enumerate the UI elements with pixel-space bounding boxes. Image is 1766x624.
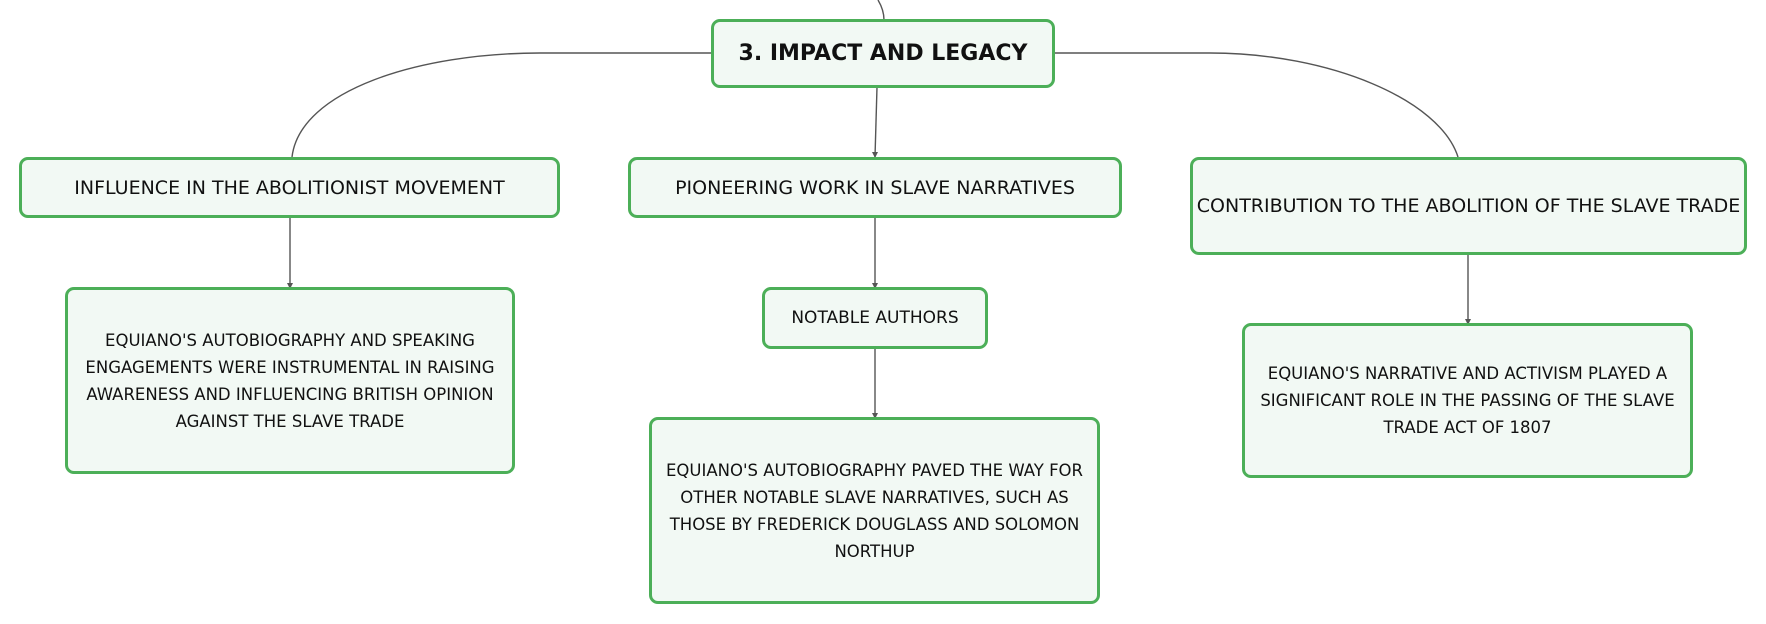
subtopic-node-label: NOTABLE AUTHORS: [791, 308, 959, 328]
connector-root-to-branch-3: [1054, 52, 1459, 158]
detail-node-abolitionist-movement[interactable]: EQUIANO'S AUTOBIOGRAPHY AND SPEAKING ENG…: [65, 287, 515, 474]
connector-arrowhead: [872, 283, 878, 289]
connector-arrowhead: [872, 413, 878, 419]
connector-root-to-branch-2: [874, 86, 878, 158]
branch-node-abolitionist-movement[interactable]: INFLUENCE IN THE ABOLITIONIST MOVEMENT: [19, 157, 560, 218]
connector-arrowhead: [287, 283, 293, 289]
detail-node-text: EQUIANO'S NARRATIVE AND ACTIVISM PLAYED …: [1260, 364, 1675, 437]
branch-node-label: CONTRIBUTION TO THE ABOLITION OF THE SLA…: [1196, 195, 1741, 217]
connector-root-to-branch-1: [291, 52, 712, 158]
detail-node-slave-narratives[interactable]: EQUIANO'S AUTOBIOGRAPHY PAVED THE WAY FO…: [649, 417, 1100, 604]
connector-arrowhead: [1465, 319, 1471, 325]
branch-node-label: INFLUENCE IN THE ABOLITIONIST MOVEMENT: [74, 176, 505, 199]
root-node-label: 3. IMPACT AND LEGACY: [738, 41, 1028, 66]
subtopic-node-notable-authors[interactable]: NOTABLE AUTHORS: [762, 287, 988, 349]
branch-node-label: PIONEERING WORK IN SLAVE NARRATIVES: [675, 176, 1075, 199]
branch-node-slave-narratives[interactable]: PIONEERING WORK IN SLAVE NARRATIVES: [628, 157, 1122, 218]
root-node[interactable]: 3. IMPACT AND LEGACY: [711, 19, 1055, 88]
connector-parent-to-root: [877, 0, 885, 21]
detail-node-abolition-of-slave-trade[interactable]: EQUIANO'S NARRATIVE AND ACTIVISM PLAYED …: [1242, 323, 1693, 478]
detail-node-text: EQUIANO'S AUTOBIOGRAPHY PAVED THE WAY FO…: [666, 460, 1084, 561]
branch-node-abolition-of-slave-trade[interactable]: CONTRIBUTION TO THE ABOLITION OF THE SLA…: [1190, 157, 1747, 255]
connector-arrowhead: [872, 152, 878, 158]
detail-node-text: EQUIANO'S AUTOBIOGRAPHY AND SPEAKING ENG…: [85, 330, 495, 431]
